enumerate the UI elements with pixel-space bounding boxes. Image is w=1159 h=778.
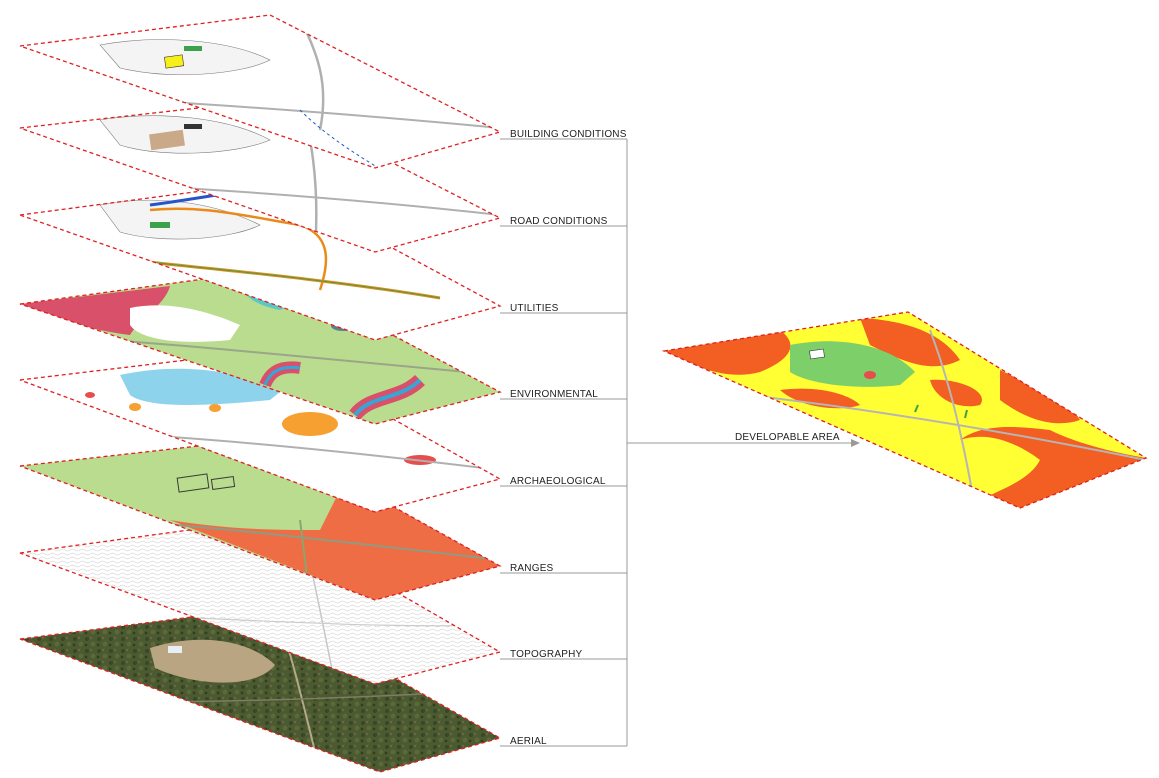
road-building-zone <box>149 129 185 151</box>
label-aerial: AERIAL <box>510 736 547 747</box>
developable-area-outline <box>661 311 1148 509</box>
aerial-building <box>168 646 182 653</box>
label-archaeological: ARCHAEOLOGICAL <box>510 476 606 487</box>
env-cantonment <box>130 305 240 342</box>
label-road-conditions: ROAD CONDITIONS <box>510 216 608 227</box>
arch-site-1 <box>282 412 338 436</box>
label-ranges: RANGES <box>510 563 554 574</box>
utility-line-orange <box>149 207 328 291</box>
arrow-right-icon <box>851 439 860 447</box>
label-developable-area: DEVELOPABLE AREA <box>735 432 840 443</box>
developable-area-map <box>661 311 1148 509</box>
layer-building-conditions <box>19 14 502 169</box>
environmental-outline <box>19 269 502 425</box>
road-conditions-outline <box>19 99 502 253</box>
archaeological-outline <box>19 349 502 513</box>
aerial-outline <box>19 606 502 773</box>
label-topography: TOPOGRAPHY <box>510 649 583 660</box>
layer-labels: BUILDING CONDITIONS ROAD CONDITIONS UTIL… <box>500 129 860 747</box>
layer-aerial <box>19 606 502 773</box>
developable-constraint-3 <box>1000 370 1080 424</box>
building-highlight <box>164 54 185 69</box>
label-utilities: UTILITIES <box>510 303 559 314</box>
env-stream <box>353 378 422 417</box>
building-conditions-outline <box>19 14 502 169</box>
developable-constraint-1 <box>664 330 791 375</box>
developable-constraint-4 <box>960 427 1146 508</box>
label-building-conditions: BUILDING CONDITIONS <box>510 129 627 140</box>
ranges-outline <box>19 437 502 601</box>
label-environmental: ENVIRONMENTAL <box>510 389 598 400</box>
utilities-outline <box>19 181 502 341</box>
topography-outline <box>19 518 502 685</box>
developable-constraint-2 <box>860 318 960 367</box>
